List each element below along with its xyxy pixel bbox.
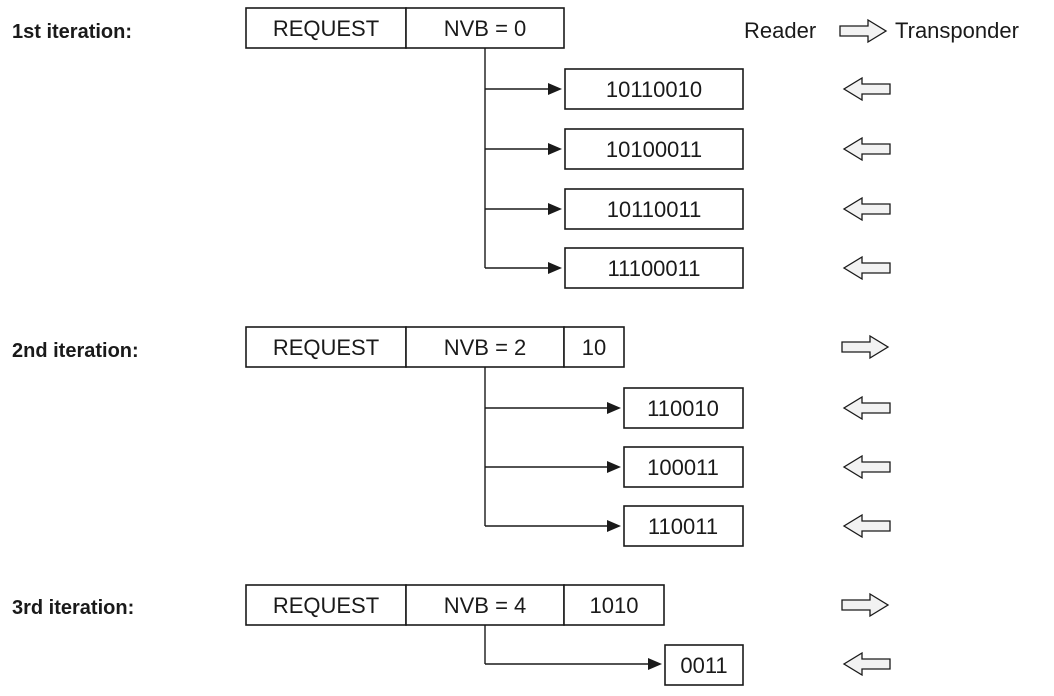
request-cell <box>245 326 407 368</box>
response-box <box>564 68 744 110</box>
hollow-left-arrow-icon <box>842 136 891 162</box>
response-bits: 100011 <box>647 455 719 480</box>
response-bits: 11100011 <box>608 256 701 281</box>
request-text: REQUEST <box>273 335 379 360</box>
arrowhead-icon <box>607 520 621 532</box>
response-box <box>623 387 744 429</box>
nvb-text: NVB = 2 <box>444 335 527 360</box>
arrowhead-icon <box>548 203 562 215</box>
sent-bits-text: 1010 <box>590 593 639 618</box>
response-box <box>623 446 744 488</box>
hollow-right-arrow-icon <box>839 18 888 44</box>
iteration-label: 3rd iteration: <box>12 597 134 619</box>
request-text: REQUEST <box>273 593 379 618</box>
iteration-label: 1st iteration: <box>12 21 132 43</box>
response-bits: 10100011 <box>606 137 702 162</box>
hollow-left-arrow-icon <box>842 454 891 480</box>
sent-bits-cell <box>563 584 665 626</box>
hollow-left-arrow-icon <box>842 76 891 102</box>
arrowhead-icon <box>548 143 562 155</box>
iteration-3: 3rd iteration: REQUEST NVB = 4 1010 0011 <box>12 584 891 686</box>
hollow-right-arrow-icon <box>841 592 890 618</box>
response-bits: 0011 <box>680 653 727 678</box>
hollow-right-arrow-icon <box>841 334 890 360</box>
response-box <box>664 644 744 686</box>
iteration-2: 2nd iteration: REQUEST NVB = 2 10 110010… <box>12 326 891 547</box>
legend: Reader Transponder <box>744 18 1019 44</box>
response-box <box>564 128 744 170</box>
hollow-left-arrow-icon <box>842 395 891 421</box>
hollow-left-arrow-icon <box>842 651 891 677</box>
request-cell <box>245 584 407 626</box>
response-bits: 110011 <box>648 514 718 539</box>
response-box <box>564 188 744 230</box>
sent-bits-cell <box>563 326 625 368</box>
nvb-text: NVB = 4 <box>444 593 527 618</box>
arrowhead-icon <box>548 262 562 274</box>
arrowhead-icon <box>648 658 662 670</box>
response-bits: 10110010 <box>606 77 702 102</box>
response-bits: 10110011 <box>607 197 702 222</box>
arrowhead-icon <box>607 461 621 473</box>
legend-reader-label: Reader <box>744 18 816 43</box>
response-box <box>623 505 744 547</box>
hollow-left-arrow-icon <box>842 513 891 539</box>
request-text: REQUEST <box>273 16 379 41</box>
iteration-label: 2nd iteration: <box>12 340 139 362</box>
hollow-left-arrow-icon <box>842 196 891 222</box>
response-box <box>564 247 744 289</box>
nvb-text: NVB = 0 <box>444 16 527 41</box>
legend-transponder-label: Transponder <box>895 18 1019 43</box>
hollow-left-arrow-icon <box>842 255 891 281</box>
arrowhead-icon <box>607 402 621 414</box>
sent-bits-text: 10 <box>582 335 606 360</box>
response-bits: 110010 <box>647 396 719 421</box>
arrowhead-icon <box>548 83 562 95</box>
request-cell <box>245 7 407 49</box>
nvb-cell <box>405 7 565 49</box>
iteration-1: 1st iteration: REQUEST NVB = 0 10110010 … <box>12 7 891 289</box>
